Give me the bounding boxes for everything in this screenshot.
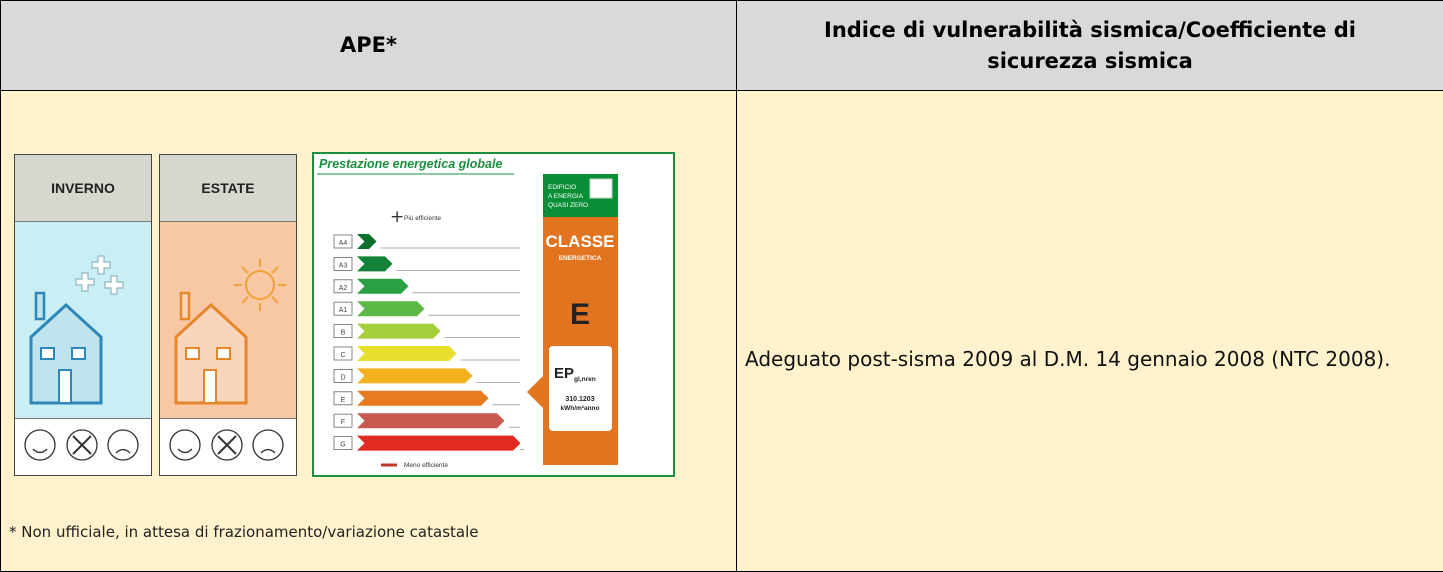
class-tag-f: F bbox=[341, 419, 345, 426]
nzeb-line-2: A ENERGIA bbox=[548, 193, 584, 200]
nzeb-line-3: QUASI ZERO bbox=[548, 202, 588, 209]
class-tag-a3: A3 bbox=[339, 262, 348, 269]
class-arrow-d bbox=[357, 368, 473, 383]
classe-subtitle: ENERGETICA bbox=[559, 255, 602, 262]
classe-value: E bbox=[570, 298, 590, 331]
house-icon bbox=[31, 293, 101, 403]
class-arrow-f bbox=[357, 413, 505, 428]
more-efficient-label: Più efficiente bbox=[404, 215, 441, 222]
rating-faces-icon bbox=[170, 430, 283, 460]
label-title: Prestazione energetica globale bbox=[319, 157, 502, 171]
inverno-panel: INVERNO bbox=[14, 154, 152, 476]
class-tag-e: E bbox=[341, 397, 346, 404]
class-tag-b: B bbox=[341, 330, 346, 337]
class-tag-c: C bbox=[340, 352, 345, 359]
class-tag-d: D bbox=[340, 374, 345, 381]
class-tag-a2: A2 bbox=[339, 285, 348, 292]
class-tag-a1: A1 bbox=[339, 307, 348, 314]
classe-title: CLASSE bbox=[546, 232, 615, 251]
seismic-adjustment-text: Adeguato post-sisma 2009 al D.M. 14 genn… bbox=[745, 344, 1435, 375]
ape-footnote: * Non ufficiale, in attesa di frazioname… bbox=[9, 523, 478, 541]
content-row: INVERNO bbox=[1, 91, 1443, 572]
header-row: APE* Indice di vulnerabilità sismica/Coe… bbox=[1, 1, 1443, 91]
class-arrow-a3 bbox=[357, 256, 393, 271]
seismic-cell: Adeguato post-sisma 2009 al D.M. 14 genn… bbox=[737, 91, 1443, 572]
header-ape: APE* bbox=[1, 1, 737, 91]
ep-label-main: EP bbox=[554, 365, 574, 382]
plus-icon: + bbox=[390, 207, 404, 227]
class-arrow-c bbox=[357, 346, 457, 361]
class-pointer bbox=[527, 376, 543, 408]
ape-cell: INVERNO bbox=[1, 91, 737, 572]
class-arrow-e bbox=[357, 391, 489, 406]
energy-performance-label: Prestazione energetica globale EDIFICIO … bbox=[312, 152, 675, 477]
class-arrow-a2 bbox=[357, 279, 409, 294]
season-panels: INVERNO bbox=[14, 154, 297, 476]
sun-icon bbox=[234, 259, 286, 311]
ep-box bbox=[549, 346, 612, 431]
header-seismic-index: Indice di vulnerabilità sismica/Coeffici… bbox=[737, 1, 1443, 91]
nzeb-line-1: EDIFICIO bbox=[548, 184, 576, 191]
nzeb-checkbox bbox=[590, 179, 612, 198]
estate-panel: ESTATE bbox=[159, 154, 297, 476]
ep-label-sub: gl,nren bbox=[574, 376, 596, 383]
class-arrow-a4 bbox=[357, 234, 377, 249]
class-tag-g: G bbox=[340, 442, 345, 449]
ep-value: 310.1203 bbox=[565, 396, 594, 403]
rating-faces-icon bbox=[25, 430, 138, 460]
less-efficient-label: Meno efficiente bbox=[404, 462, 448, 469]
energy-label-graphic: Prestazione energetica globale EDIFICIO … bbox=[314, 154, 673, 475]
snowflake-icon bbox=[76, 256, 123, 294]
class-arrow-a1 bbox=[357, 301, 425, 316]
class-tag-a4: A4 bbox=[339, 240, 348, 247]
house-icon bbox=[176, 293, 246, 403]
ep-unit: kWh/m²anno bbox=[561, 405, 600, 412]
class-arrow-g bbox=[357, 436, 521, 451]
class-arrow-b bbox=[357, 324, 441, 339]
